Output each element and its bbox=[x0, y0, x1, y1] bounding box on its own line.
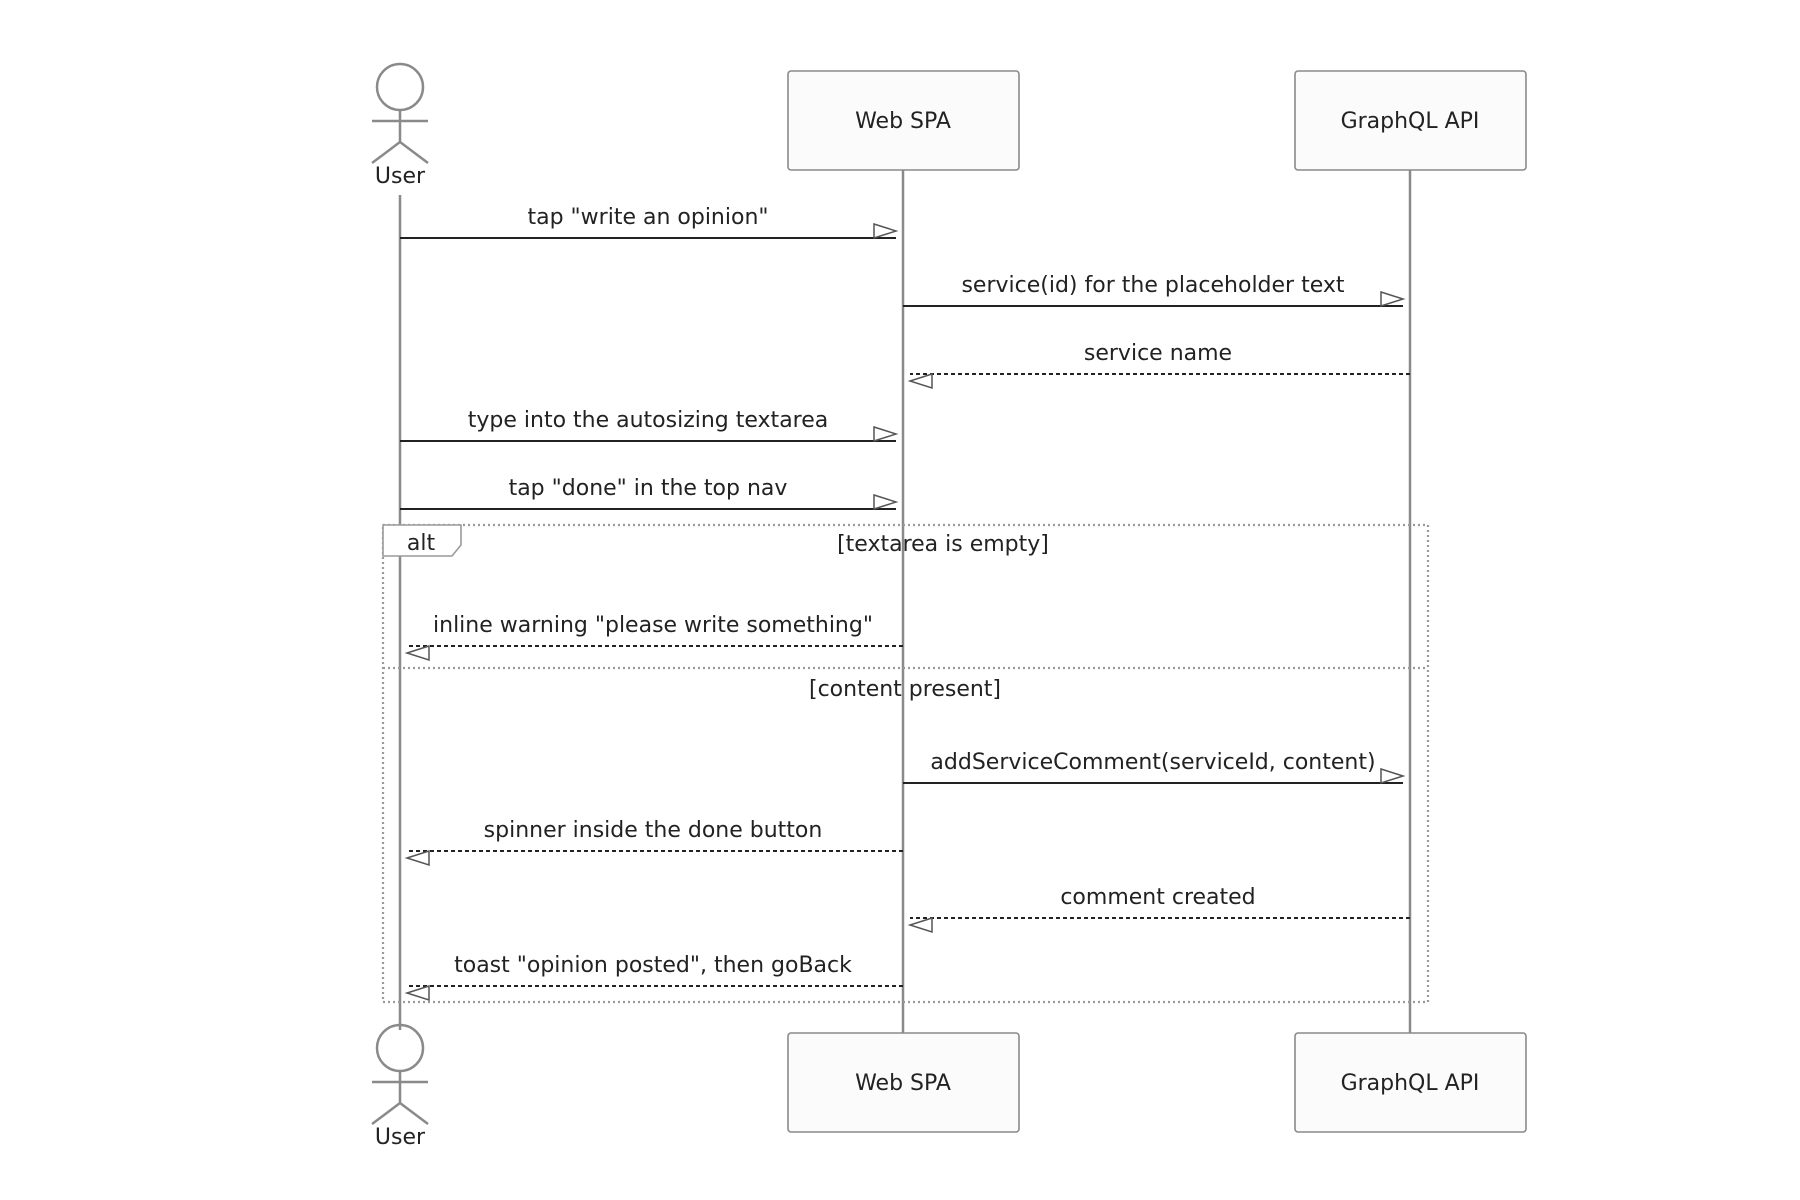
alt-tab bbox=[382, 524, 462, 557]
message-9: comment created bbox=[907, 885, 1410, 934]
message-1: tap "write an opinion" bbox=[400, 205, 899, 240]
alt-keyword: alt bbox=[407, 531, 436, 556]
arrowhead-left-icon bbox=[404, 849, 430, 867]
message-label-7: addServiceComment(serviceId, content) bbox=[930, 750, 1375, 775]
arrowhead-left-icon bbox=[404, 984, 430, 1002]
arrowhead-left-icon bbox=[404, 644, 430, 662]
arrowhead-right-icon bbox=[873, 493, 899, 511]
participant-box-spa-bottom: Web SPA bbox=[787, 1032, 1020, 1133]
participant-label-user: User bbox=[375, 164, 426, 189]
message-8: spinner inside the done button bbox=[404, 818, 903, 867]
message-5: tap "done" in the top nav bbox=[400, 476, 899, 511]
actor-user-bottom: User bbox=[371, 1023, 429, 1150]
alt-fragment: alt [textarea is empty] [content present… bbox=[381, 523, 1430, 1004]
arrowhead-right-icon bbox=[1380, 767, 1406, 785]
arrowhead-right-icon bbox=[1380, 290, 1406, 308]
user-actor-icon bbox=[371, 62, 429, 164]
arrowhead-left-icon bbox=[907, 916, 933, 934]
participant-label-spa: Web SPA bbox=[855, 109, 951, 134]
message-4: type into the autosizing textarea bbox=[400, 408, 899, 443]
message-label-1: tap "write an opinion" bbox=[527, 205, 768, 230]
alt-frame-border bbox=[381, 523, 1430, 1004]
message-label-10: toast "opinion posted", then goBack bbox=[454, 953, 852, 978]
message-label-5: tap "done" in the top nav bbox=[509, 476, 788, 501]
arrowhead-left-icon bbox=[907, 372, 933, 390]
message-label-8: spinner inside the done button bbox=[484, 818, 823, 843]
participant-box-spa-top: Web SPA bbox=[787, 70, 1020, 171]
participant-label-spa-bottom: Web SPA bbox=[855, 1071, 951, 1096]
alt-condition-content: [content present] bbox=[809, 677, 1001, 702]
arrowhead-right-icon bbox=[873, 425, 899, 443]
participant-box-api-bottom: GraphQL API bbox=[1294, 1032, 1527, 1133]
participant-label-api: GraphQL API bbox=[1341, 109, 1480, 134]
message-10: toast "opinion posted", then goBack bbox=[404, 953, 903, 1002]
arrowhead-right-icon bbox=[873, 222, 899, 240]
message-label-3: service name bbox=[1084, 341, 1232, 366]
message-3: service name bbox=[907, 341, 1410, 390]
message-label-2: service(id) for the placeholder text bbox=[961, 273, 1344, 298]
message-2: service(id) for the placeholder text bbox=[903, 273, 1406, 308]
message-6: inline warning "please write something" bbox=[404, 613, 903, 662]
message-label-6: inline warning "please write something" bbox=[433, 613, 873, 638]
message-label-9: comment created bbox=[1060, 885, 1255, 910]
participant-box-api-top: GraphQL API bbox=[1294, 70, 1527, 171]
alt-condition-empty: [textarea is empty] bbox=[837, 532, 1049, 557]
actor-user-top: User bbox=[371, 62, 429, 189]
message-7: addServiceComment(serviceId, content) bbox=[903, 750, 1406, 785]
user-actor-icon bbox=[371, 1023, 429, 1125]
participant-label-api-bottom: GraphQL API bbox=[1341, 1071, 1480, 1096]
message-label-4: type into the autosizing textarea bbox=[468, 408, 829, 433]
participant-label-user-bottom: User bbox=[375, 1125, 426, 1150]
